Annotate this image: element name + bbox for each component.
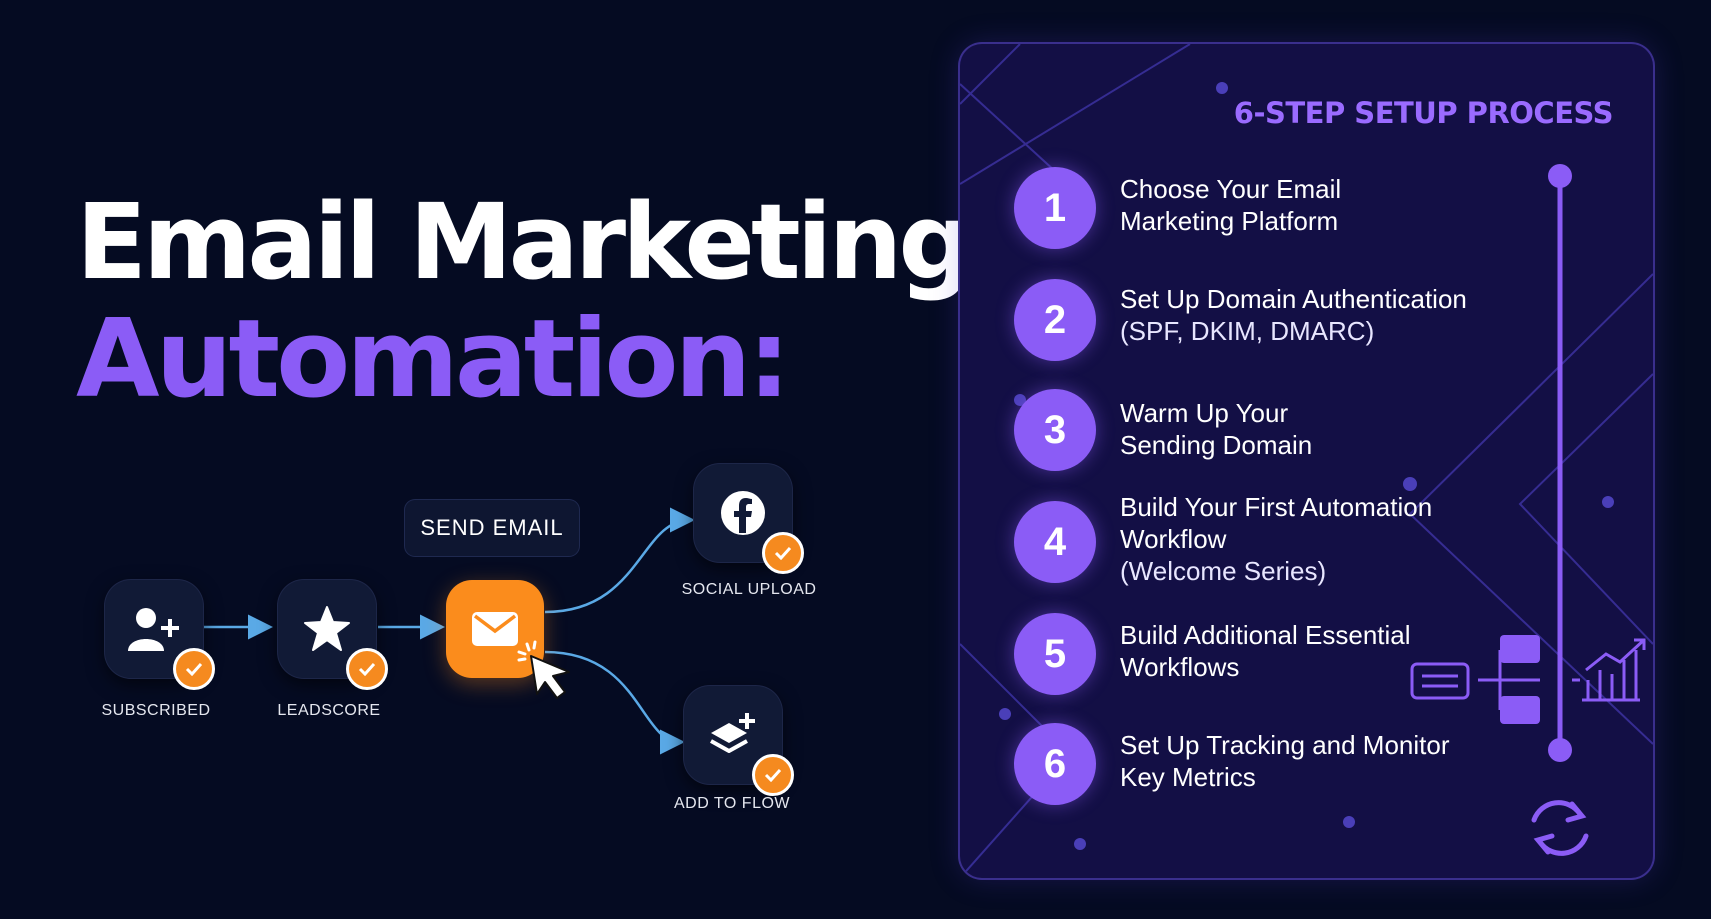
check-icon bbox=[762, 532, 804, 574]
automation-flow-diagram: SUBSCRIBED LEADSCORE SEND EMAIL SOCIAL U… bbox=[101, 464, 817, 812]
panel-decoration bbox=[960, 44, 1653, 878]
check-icon bbox=[173, 648, 215, 690]
step-line: Set Up Tracking and Monitor bbox=[1120, 730, 1450, 760]
step-text: Set Up Domain Authentication (SPF, DKIM,… bbox=[1120, 283, 1520, 347]
facebook-icon bbox=[721, 491, 765, 535]
node-label-send-email: SEND EMAIL bbox=[405, 500, 579, 556]
node-social-upload[interactable] bbox=[694, 464, 804, 574]
node-leadscore[interactable] bbox=[278, 580, 388, 690]
workflow-block-top bbox=[1500, 635, 1540, 663]
timeline-start-dot bbox=[1548, 164, 1572, 188]
node-label-add-to-flow: ADD TO FLOW bbox=[673, 795, 791, 812]
node-label-subscribed: SUBSCRIBED bbox=[101, 702, 211, 719]
setup-process-panel: 6-STEP SETUP PROCESS 1 Choose Your Email… bbox=[960, 44, 1653, 878]
envelope-icon bbox=[472, 612, 518, 646]
check-icon bbox=[752, 754, 794, 796]
step-text: Build Your First Automation Workflow (We… bbox=[1120, 491, 1520, 587]
node-add-to-flow[interactable] bbox=[684, 686, 794, 796]
growth-chart-icon bbox=[1582, 638, 1646, 702]
step-line: Workflows bbox=[1120, 652, 1240, 682]
step-line: Choose Your Email bbox=[1120, 174, 1342, 204]
step-line: (SPF, DKIM, DMARC) bbox=[1120, 316, 1375, 346]
step-line: (Welcome Series) bbox=[1120, 556, 1327, 586]
step-line: Set Up Domain Authentication bbox=[1120, 284, 1467, 314]
connector-send-addflow bbox=[544, 650, 685, 755]
flow-connectors bbox=[204, 507, 695, 755]
step-line: Workflow bbox=[1120, 524, 1227, 554]
headline-line-2: Automation: bbox=[76, 297, 791, 422]
step-line: Warm Up Your bbox=[1120, 398, 1289, 428]
step-number-badge: 2 bbox=[1014, 279, 1096, 361]
node-label-social-upload: SOCIAL UPLOAD bbox=[681, 581, 817, 598]
step-line: Sending Domain bbox=[1120, 430, 1313, 460]
step-number-badge: 1 bbox=[1014, 167, 1096, 249]
node-label-leadscore: LEADSCORE bbox=[277, 702, 381, 719]
step-text: Set Up Tracking and Monitor Key Metrics bbox=[1120, 729, 1520, 793]
step-number-badge: 5 bbox=[1014, 613, 1096, 695]
timeline-end-dot bbox=[1548, 738, 1572, 762]
step-line: Build Your First Automation bbox=[1120, 492, 1433, 522]
node-send-email[interactable] bbox=[446, 580, 544, 678]
step-line: Key Metrics bbox=[1120, 762, 1256, 792]
step-line: Build Additional Essential bbox=[1120, 620, 1411, 650]
node-subscribed[interactable] bbox=[105, 580, 215, 690]
workflow-block-bottom bbox=[1500, 696, 1540, 724]
step-text: Build Additional Essential Workflows bbox=[1120, 619, 1520, 683]
layers-add-icon bbox=[710, 713, 755, 753]
headline-line-1: Email Marketing bbox=[76, 181, 973, 303]
cursor-click-icon bbox=[517, 640, 570, 699]
panel-title: 6-STEP SETUP PROCESS bbox=[1233, 96, 1614, 130]
refresh-icon bbox=[1531, 800, 1589, 856]
connector-send-social bbox=[544, 507, 695, 614]
user-add-icon bbox=[128, 608, 179, 651]
step-text: Warm Up Your Sending Domain bbox=[1120, 397, 1520, 461]
step-number-badge: 6 bbox=[1014, 723, 1096, 805]
step-line: Marketing Platform bbox=[1120, 206, 1339, 236]
headline: Email Marketing Automation: bbox=[76, 181, 973, 422]
step-number-badge: 4 bbox=[1014, 501, 1096, 583]
step-text: Choose Your Email Marketing Platform bbox=[1120, 173, 1520, 237]
check-icon bbox=[346, 648, 388, 690]
star-icon bbox=[304, 606, 350, 651]
step-number-badge: 3 bbox=[1014, 389, 1096, 471]
